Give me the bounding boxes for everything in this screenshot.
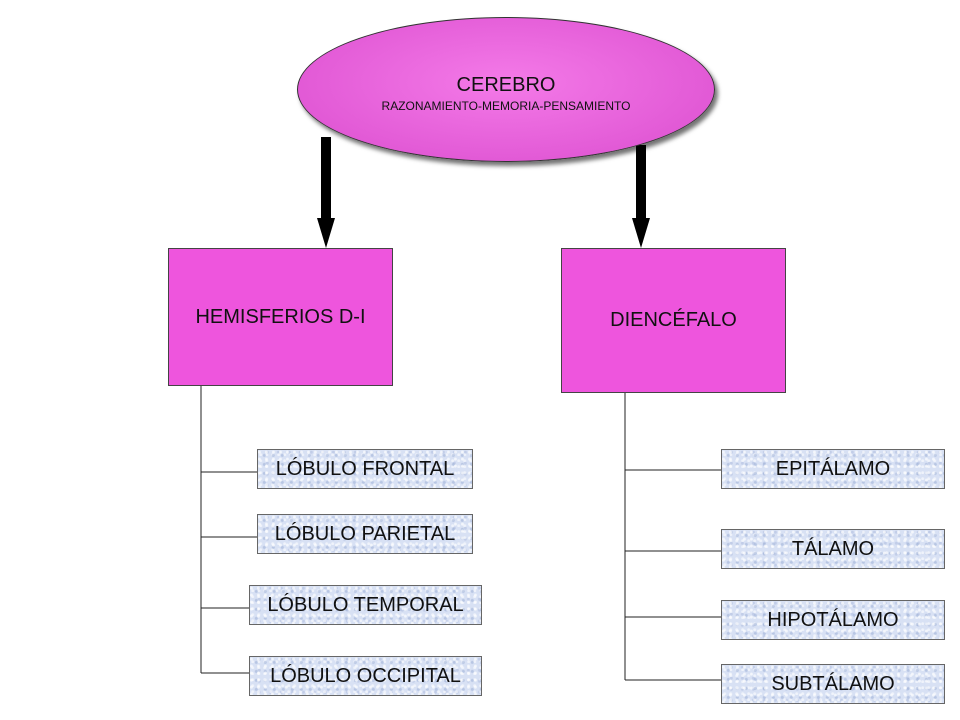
branch-box-hemisferios: HEMISFERIOS D-I xyxy=(168,248,393,386)
root-title: CEREBRO xyxy=(456,74,556,96)
leaf-lobulo-parietal: LÓBULO PARIETAL xyxy=(257,514,473,554)
leaf-lobulo-frontal: LÓBULO FRONTAL xyxy=(257,449,473,489)
branch-box-diencefalo: DIENCÉFALO xyxy=(561,248,786,393)
diencefalo-tree-lines xyxy=(624,391,721,681)
leaf-hipotalamo: HIPOTÁLAMO xyxy=(721,600,945,640)
leaf-talamo: TÁLAMO xyxy=(721,529,945,569)
arrow-head-right xyxy=(632,218,650,248)
leaf-epitalamo: EPITÁLAMO xyxy=(721,449,945,489)
hemisferios-tree-lines xyxy=(200,384,257,674)
leaf-lobulo-occipital: LÓBULO OCCIPITAL xyxy=(249,656,482,696)
root-node-cerebro: CEREBRO RAZONAMIENTO-MEMORIA-PENSAMIENTO xyxy=(297,17,715,162)
arrow-shaft-right xyxy=(636,145,646,222)
leaf-subtalamo: SUBTÁLAMO xyxy=(721,664,945,704)
leaf-lobulo-temporal: LÓBULO TEMPORAL xyxy=(249,585,482,625)
root-subtitle: RAZONAMIENTO-MEMORIA-PENSAMIENTO xyxy=(381,99,631,113)
arrow-head-left xyxy=(317,218,335,248)
arrow-shaft-left xyxy=(321,137,331,222)
